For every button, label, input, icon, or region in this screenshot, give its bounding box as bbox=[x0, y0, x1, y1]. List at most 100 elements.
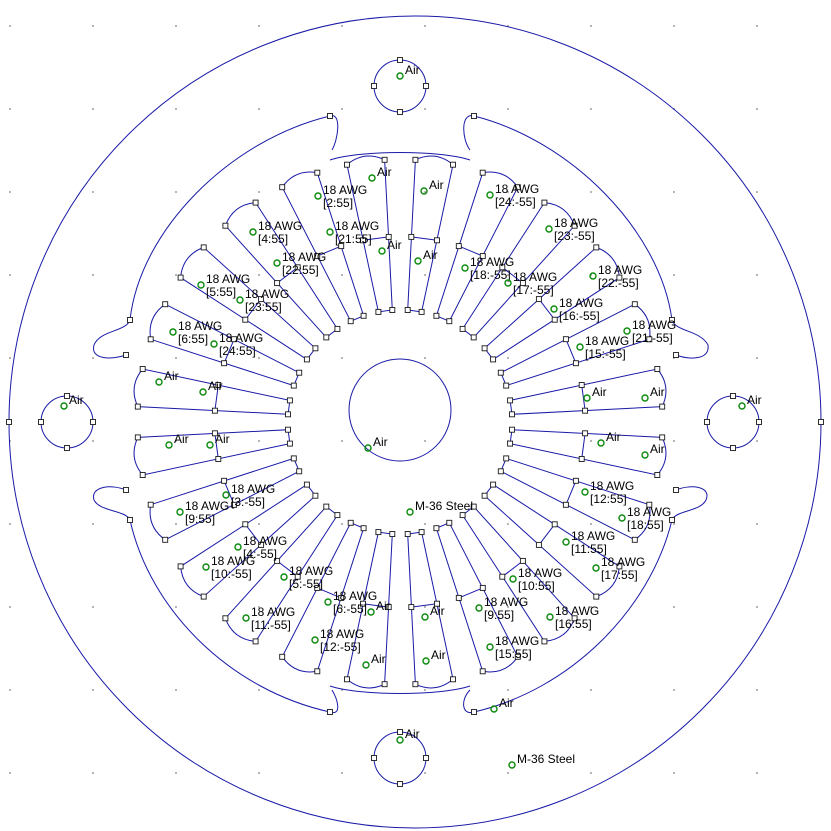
winding-block-label[interactable]: 18 AWG[15:-55] bbox=[576, 334, 629, 361]
geometry-node[interactable] bbox=[616, 563, 623, 570]
geometry-node[interactable] bbox=[481, 492, 488, 499]
geometry-node[interactable] bbox=[397, 729, 403, 735]
block-label-marker[interactable] bbox=[210, 340, 218, 348]
geometry-node[interactable] bbox=[347, 318, 354, 325]
geometry-node[interactable] bbox=[371, 755, 377, 761]
geometry-node[interactable] bbox=[471, 113, 477, 119]
geometry-node[interactable] bbox=[818, 419, 824, 425]
block-label-marker[interactable] bbox=[362, 661, 370, 669]
block-label-marker[interactable] bbox=[546, 613, 554, 621]
geometry-node[interactable] bbox=[285, 411, 291, 418]
geometry-node[interactable] bbox=[730, 445, 736, 451]
geometry-node[interactable] bbox=[572, 360, 579, 367]
geometry-node[interactable] bbox=[646, 336, 653, 343]
geometry-node[interactable] bbox=[479, 169, 486, 176]
geometry-node[interactable] bbox=[446, 318, 453, 325]
winding-block-label[interactable]: 18 AWG[17:55] bbox=[592, 555, 645, 582]
geometry-node[interactable] bbox=[582, 430, 589, 437]
winding-block-label[interactable]: 18 AWG[21:-55] bbox=[623, 318, 676, 345]
geometry-node[interactable] bbox=[418, 529, 425, 536]
slot-divider[interactable] bbox=[458, 245, 483, 257]
geometry-node[interactable] bbox=[397, 109, 403, 115]
slot-air-label[interactable]: Air bbox=[583, 385, 607, 402]
geometry-node[interactable] bbox=[314, 253, 321, 260]
geometry-node[interactable] bbox=[303, 356, 310, 363]
geometry-node[interactable] bbox=[314, 169, 321, 176]
winding-block-label[interactable]: 18 AWG[18:-55] bbox=[461, 255, 514, 282]
block-label-marker[interactable] bbox=[311, 636, 319, 644]
geometry-node[interactable] bbox=[593, 244, 600, 251]
slot-divider[interactable] bbox=[565, 339, 577, 364]
geometry-node[interactable] bbox=[490, 356, 497, 363]
slot-divider[interactable] bbox=[244, 523, 262, 546]
geometry-node[interactable] bbox=[659, 434, 666, 441]
geometry-node[interactable] bbox=[231, 336, 238, 343]
geometry-node[interactable] bbox=[471, 709, 477, 715]
material-label[interactable]: Air bbox=[490, 696, 514, 713]
block-label-marker[interactable] bbox=[273, 259, 281, 267]
slot-divider[interactable] bbox=[362, 603, 389, 608]
winding-block-label[interactable]: 18 AWG[10:-55] bbox=[202, 554, 255, 581]
slot-divider[interactable] bbox=[214, 384, 219, 411]
geometry-node[interactable] bbox=[571, 615, 578, 622]
geometry-node[interactable] bbox=[242, 316, 249, 323]
geometry-node[interactable] bbox=[450, 676, 456, 683]
geometry-node[interactable] bbox=[139, 472, 146, 478]
block-label-marker[interactable] bbox=[378, 247, 386, 255]
geometry-node[interactable] bbox=[673, 352, 679, 358]
geometry-node[interactable] bbox=[459, 325, 466, 332]
slot-divider[interactable] bbox=[411, 603, 438, 608]
geometry-node[interactable] bbox=[279, 184, 286, 191]
geometry-node[interactable] bbox=[200, 593, 207, 600]
block-label-marker[interactable] bbox=[508, 761, 516, 769]
geometry-node[interactable] bbox=[479, 584, 486, 591]
geometry-node[interactable] bbox=[381, 681, 388, 688]
geometry-node[interactable] bbox=[704, 419, 710, 425]
geometry-node[interactable] bbox=[562, 501, 569, 508]
block-label-marker[interactable] bbox=[396, 72, 404, 80]
winding-block-label[interactable]: 18 AWG[9:55] bbox=[176, 499, 229, 526]
block-label-marker[interactable] bbox=[165, 441, 173, 449]
winding-block-label[interactable]: 18 AWG[23:55] bbox=[236, 287, 289, 314]
geometry-node[interactable] bbox=[497, 369, 504, 376]
geometry-node[interactable] bbox=[344, 676, 350, 683]
geometry-node[interactable] bbox=[127, 317, 133, 323]
geometry-node[interactable] bbox=[459, 512, 466, 519]
slot-air-label[interactable]: Air bbox=[155, 369, 179, 386]
winding-block-label[interactable]: 18 AWG[6:-55] bbox=[324, 589, 377, 616]
geometry-node[interactable] bbox=[64, 445, 70, 451]
winding-block-label[interactable]: 18 AWG[9:55] bbox=[475, 595, 528, 622]
geometry-node[interactable] bbox=[286, 397, 293, 404]
stator-yoke-inner-contour[interactable] bbox=[93, 115, 709, 714]
geometry-node[interactable] bbox=[252, 199, 259, 206]
geometry-node[interactable] bbox=[578, 382, 585, 388]
geometry-node[interactable] bbox=[446, 519, 453, 526]
block-label-marker[interactable] bbox=[396, 736, 404, 744]
geometry-node[interactable] bbox=[314, 668, 321, 675]
winding-block-label[interactable]: 18 AWG[3:-55] bbox=[222, 482, 275, 509]
geometry-node[interactable] bbox=[481, 345, 488, 352]
geometry-node[interactable] bbox=[450, 161, 456, 168]
material-label[interactable]: M-36 Steel bbox=[508, 752, 575, 769]
slot-divider[interactable] bbox=[538, 523, 556, 546]
geometry-node[interactable] bbox=[6, 419, 12, 425]
geometry-node[interactable] bbox=[385, 604, 392, 611]
block-label-marker[interactable] bbox=[234, 543, 242, 551]
geometry-node[interactable] bbox=[509, 411, 515, 418]
geometry-node[interactable] bbox=[215, 456, 222, 462]
slot-air-label[interactable]: Air bbox=[641, 385, 665, 402]
geometry-node[interactable] bbox=[338, 594, 345, 601]
block-label-marker[interactable] bbox=[641, 394, 649, 402]
geometry-node[interactable] bbox=[127, 517, 133, 523]
block-label-marker[interactable] bbox=[367, 608, 375, 616]
block-label-marker[interactable] bbox=[368, 174, 376, 182]
geometry-node[interactable] bbox=[631, 536, 638, 543]
block-label-marker[interactable] bbox=[490, 705, 498, 713]
block-label-marker[interactable] bbox=[326, 228, 334, 236]
geometry-node[interactable] bbox=[654, 366, 661, 372]
block-label-marker[interactable] bbox=[314, 192, 322, 200]
geometry-node[interactable] bbox=[404, 531, 411, 537]
geometry-node[interactable] bbox=[147, 336, 154, 343]
geometry-node[interactable] bbox=[669, 517, 675, 523]
